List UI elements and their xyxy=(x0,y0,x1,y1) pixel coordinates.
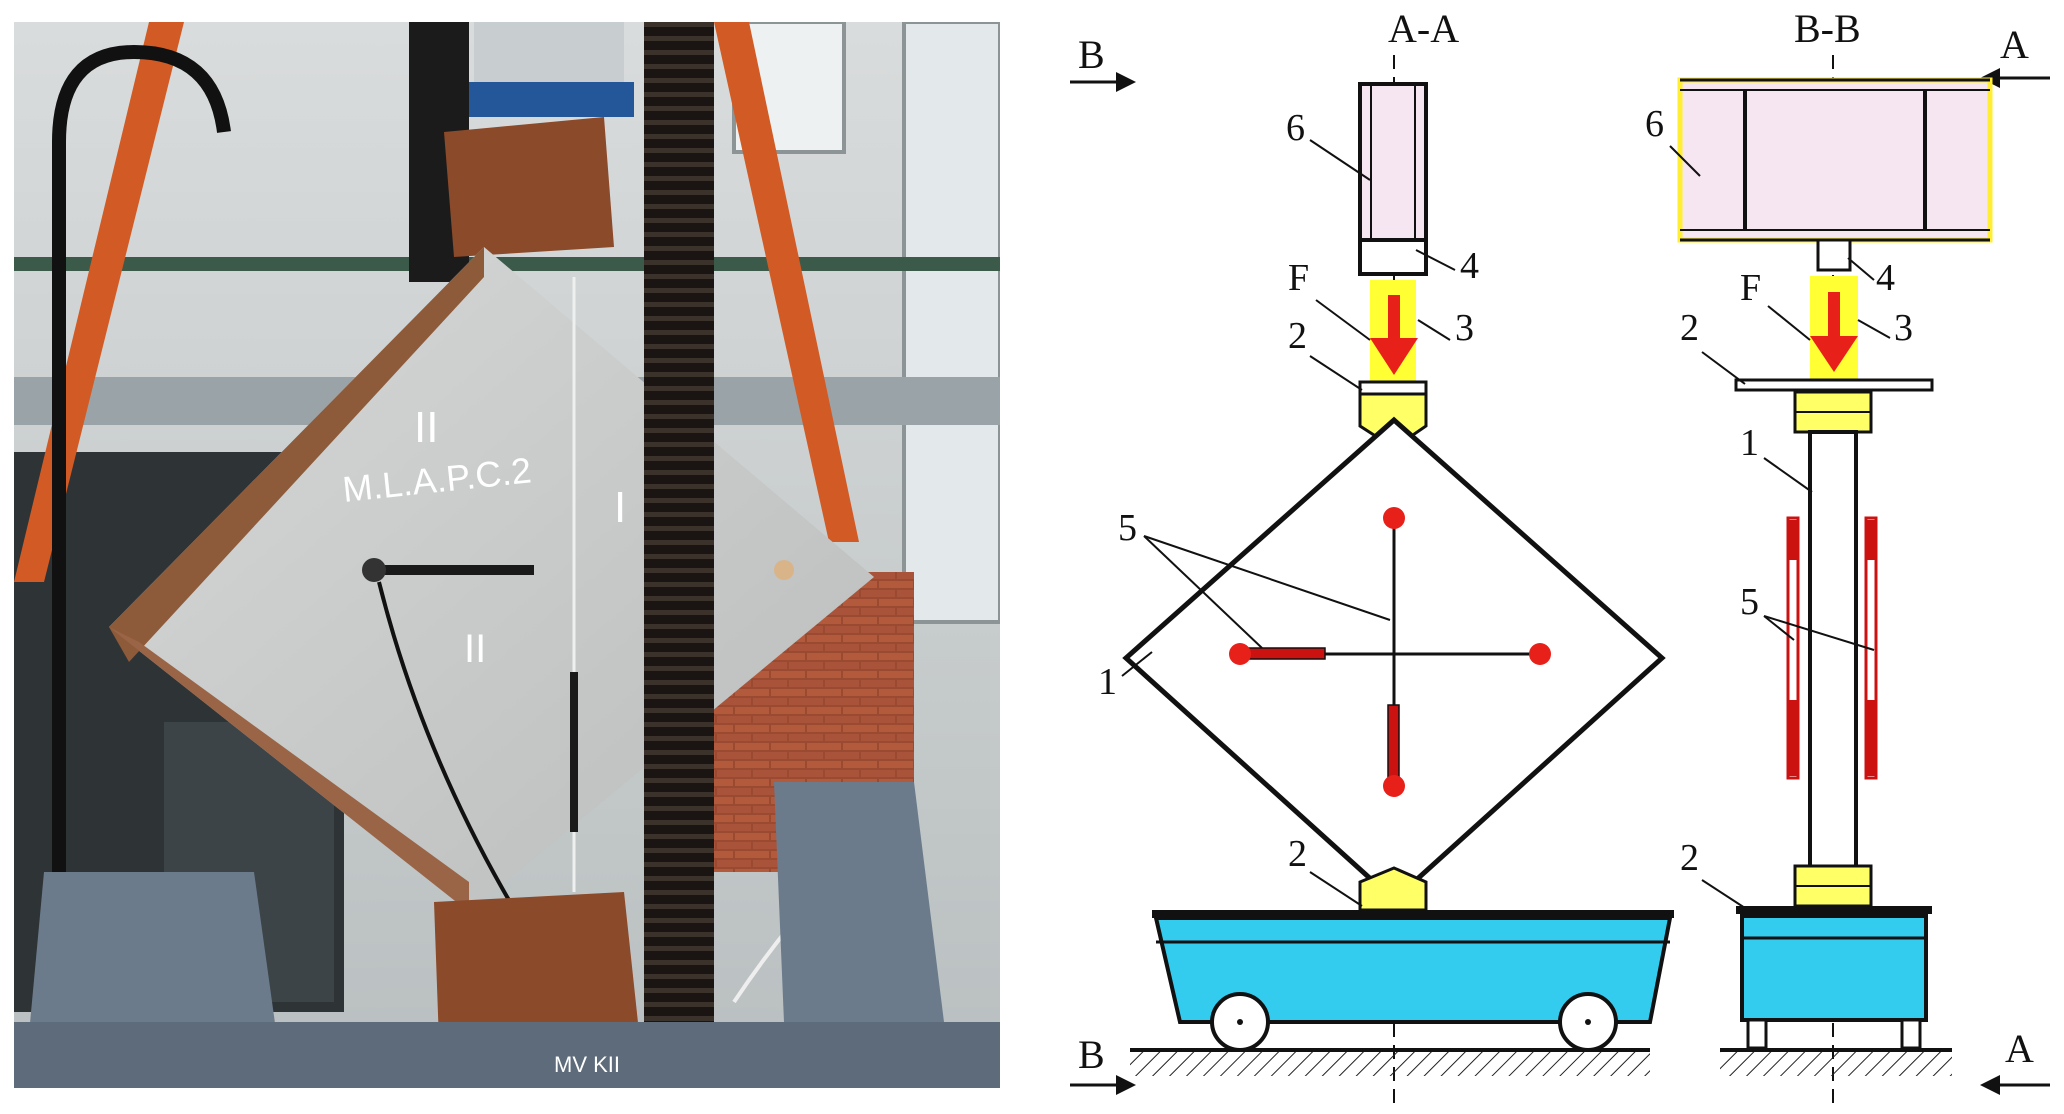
cut-arrowhead xyxy=(1116,72,1136,92)
label-5: 5 xyxy=(1740,581,1759,623)
bottom-steel-shoe xyxy=(434,892,639,1042)
top-steel-shoe xyxy=(444,117,614,257)
trolley-wheel-side xyxy=(1900,1018,1922,1050)
base-plate xyxy=(1152,910,1674,918)
label-f: F xyxy=(1740,267,1761,309)
leader xyxy=(1857,319,1891,339)
gauge-point xyxy=(1229,643,1251,665)
hose xyxy=(52,44,231,1002)
test-setup-photo: II M.L.A.P.C.2 I II MV KII xyxy=(14,22,1000,1088)
gauge-point xyxy=(1529,643,1551,665)
label-6: 6 xyxy=(1645,103,1664,145)
gauge-mount xyxy=(362,558,386,582)
leader xyxy=(1315,299,1371,341)
loading-frame xyxy=(1677,77,1993,243)
gauge-body xyxy=(1244,647,1326,660)
force-arrow-head xyxy=(1810,336,1858,372)
label-3: 3 xyxy=(1894,307,1913,349)
label-2-bottom: 2 xyxy=(1288,833,1307,875)
test-setup-drawing: A-A B B xyxy=(1070,6,2050,1110)
load-cell xyxy=(1358,238,1428,276)
ground-hatch xyxy=(1720,1052,1952,1076)
leader xyxy=(1121,651,1153,677)
leader xyxy=(1417,319,1451,341)
specimen-edge-bottom-left xyxy=(109,627,469,912)
cut-marker-b-bottom: B xyxy=(1078,1032,1105,1077)
cut-arrowhead xyxy=(1980,1075,2000,1095)
cut-arrowhead xyxy=(1116,1075,1136,1095)
cut-marker-a-bottom: A xyxy=(2005,1026,2034,1071)
leader xyxy=(1763,457,1813,493)
gauge-side xyxy=(1786,516,1800,780)
actuator-ring xyxy=(464,82,634,117)
leader xyxy=(1701,879,1746,909)
chalk-mark: I xyxy=(614,483,626,532)
wheel-hub xyxy=(1585,1019,1591,1025)
gauge-body xyxy=(1788,700,1798,776)
top-bearing-plate xyxy=(1734,378,1934,392)
gauge-point xyxy=(1383,775,1405,797)
label-5: 5 xyxy=(1118,507,1137,549)
masonry-specimen xyxy=(109,247,874,912)
leader xyxy=(1669,145,1701,177)
label-2-bottom: 2 xyxy=(1680,837,1699,879)
label-2-top: 2 xyxy=(1288,315,1307,357)
orange-strut-right xyxy=(714,22,859,542)
force-arrow-head xyxy=(1370,338,1418,375)
label-1: 1 xyxy=(1098,661,1117,703)
label-6: 6 xyxy=(1286,107,1305,149)
gauge-body xyxy=(1788,520,1798,560)
label-3: 3 xyxy=(1455,307,1474,349)
base-mark: MV KII xyxy=(554,1052,620,1077)
top-bearing-plate xyxy=(1358,380,1428,396)
support-right xyxy=(774,782,944,1022)
threaded-column xyxy=(644,22,714,1088)
gauge-body xyxy=(1866,520,1876,560)
trolley-wheel-side xyxy=(1746,1018,1768,1050)
label-4: 4 xyxy=(1460,245,1479,287)
bottom-bearing-plate xyxy=(1736,906,1932,914)
label-1: 1 xyxy=(1740,422,1759,464)
label-2-top: 2 xyxy=(1680,307,1699,349)
leader xyxy=(1847,257,1875,281)
base-beam xyxy=(14,1022,1000,1088)
specimen-edge-left xyxy=(109,247,484,662)
leader xyxy=(1763,615,1875,651)
gauge-body xyxy=(1387,704,1400,786)
wall-pipe xyxy=(14,257,1000,271)
section-a-a: A-A B B xyxy=(1070,6,1674,1110)
chalk-mark: II xyxy=(414,403,438,452)
specimen-edge xyxy=(1808,430,1858,870)
section-b-b: B-B A A xyxy=(1645,6,2050,1110)
leader xyxy=(1763,615,1795,641)
leader xyxy=(1415,249,1456,271)
label-4: 4 xyxy=(1876,257,1895,299)
gauge-point xyxy=(1383,507,1405,529)
section-title-b-b: B-B xyxy=(1794,6,1861,51)
cut-marker-a-top: A xyxy=(2000,22,2029,67)
trolley-body xyxy=(1740,914,1928,1022)
leader xyxy=(1309,355,1363,391)
load-cell xyxy=(1816,238,1852,272)
trolley-body xyxy=(1153,916,1673,1024)
window xyxy=(902,22,1000,624)
section-title-a-a: A-A xyxy=(1388,6,1459,51)
cut-marker-b-top: B xyxy=(1078,32,1105,77)
actuator-body xyxy=(474,22,624,82)
leader xyxy=(1701,351,1746,385)
leader xyxy=(1143,535,1263,649)
gauge-body xyxy=(1866,700,1876,776)
leader xyxy=(1309,871,1363,907)
chalk-mark: II xyxy=(464,627,486,671)
leader xyxy=(1143,535,1391,621)
wheel-hub xyxy=(1237,1019,1243,1025)
label-f: F xyxy=(1288,257,1309,299)
leader xyxy=(1309,139,1371,181)
gauge-mount xyxy=(774,560,794,580)
ground-hatch xyxy=(1130,1052,1650,1076)
leader xyxy=(1767,305,1811,341)
